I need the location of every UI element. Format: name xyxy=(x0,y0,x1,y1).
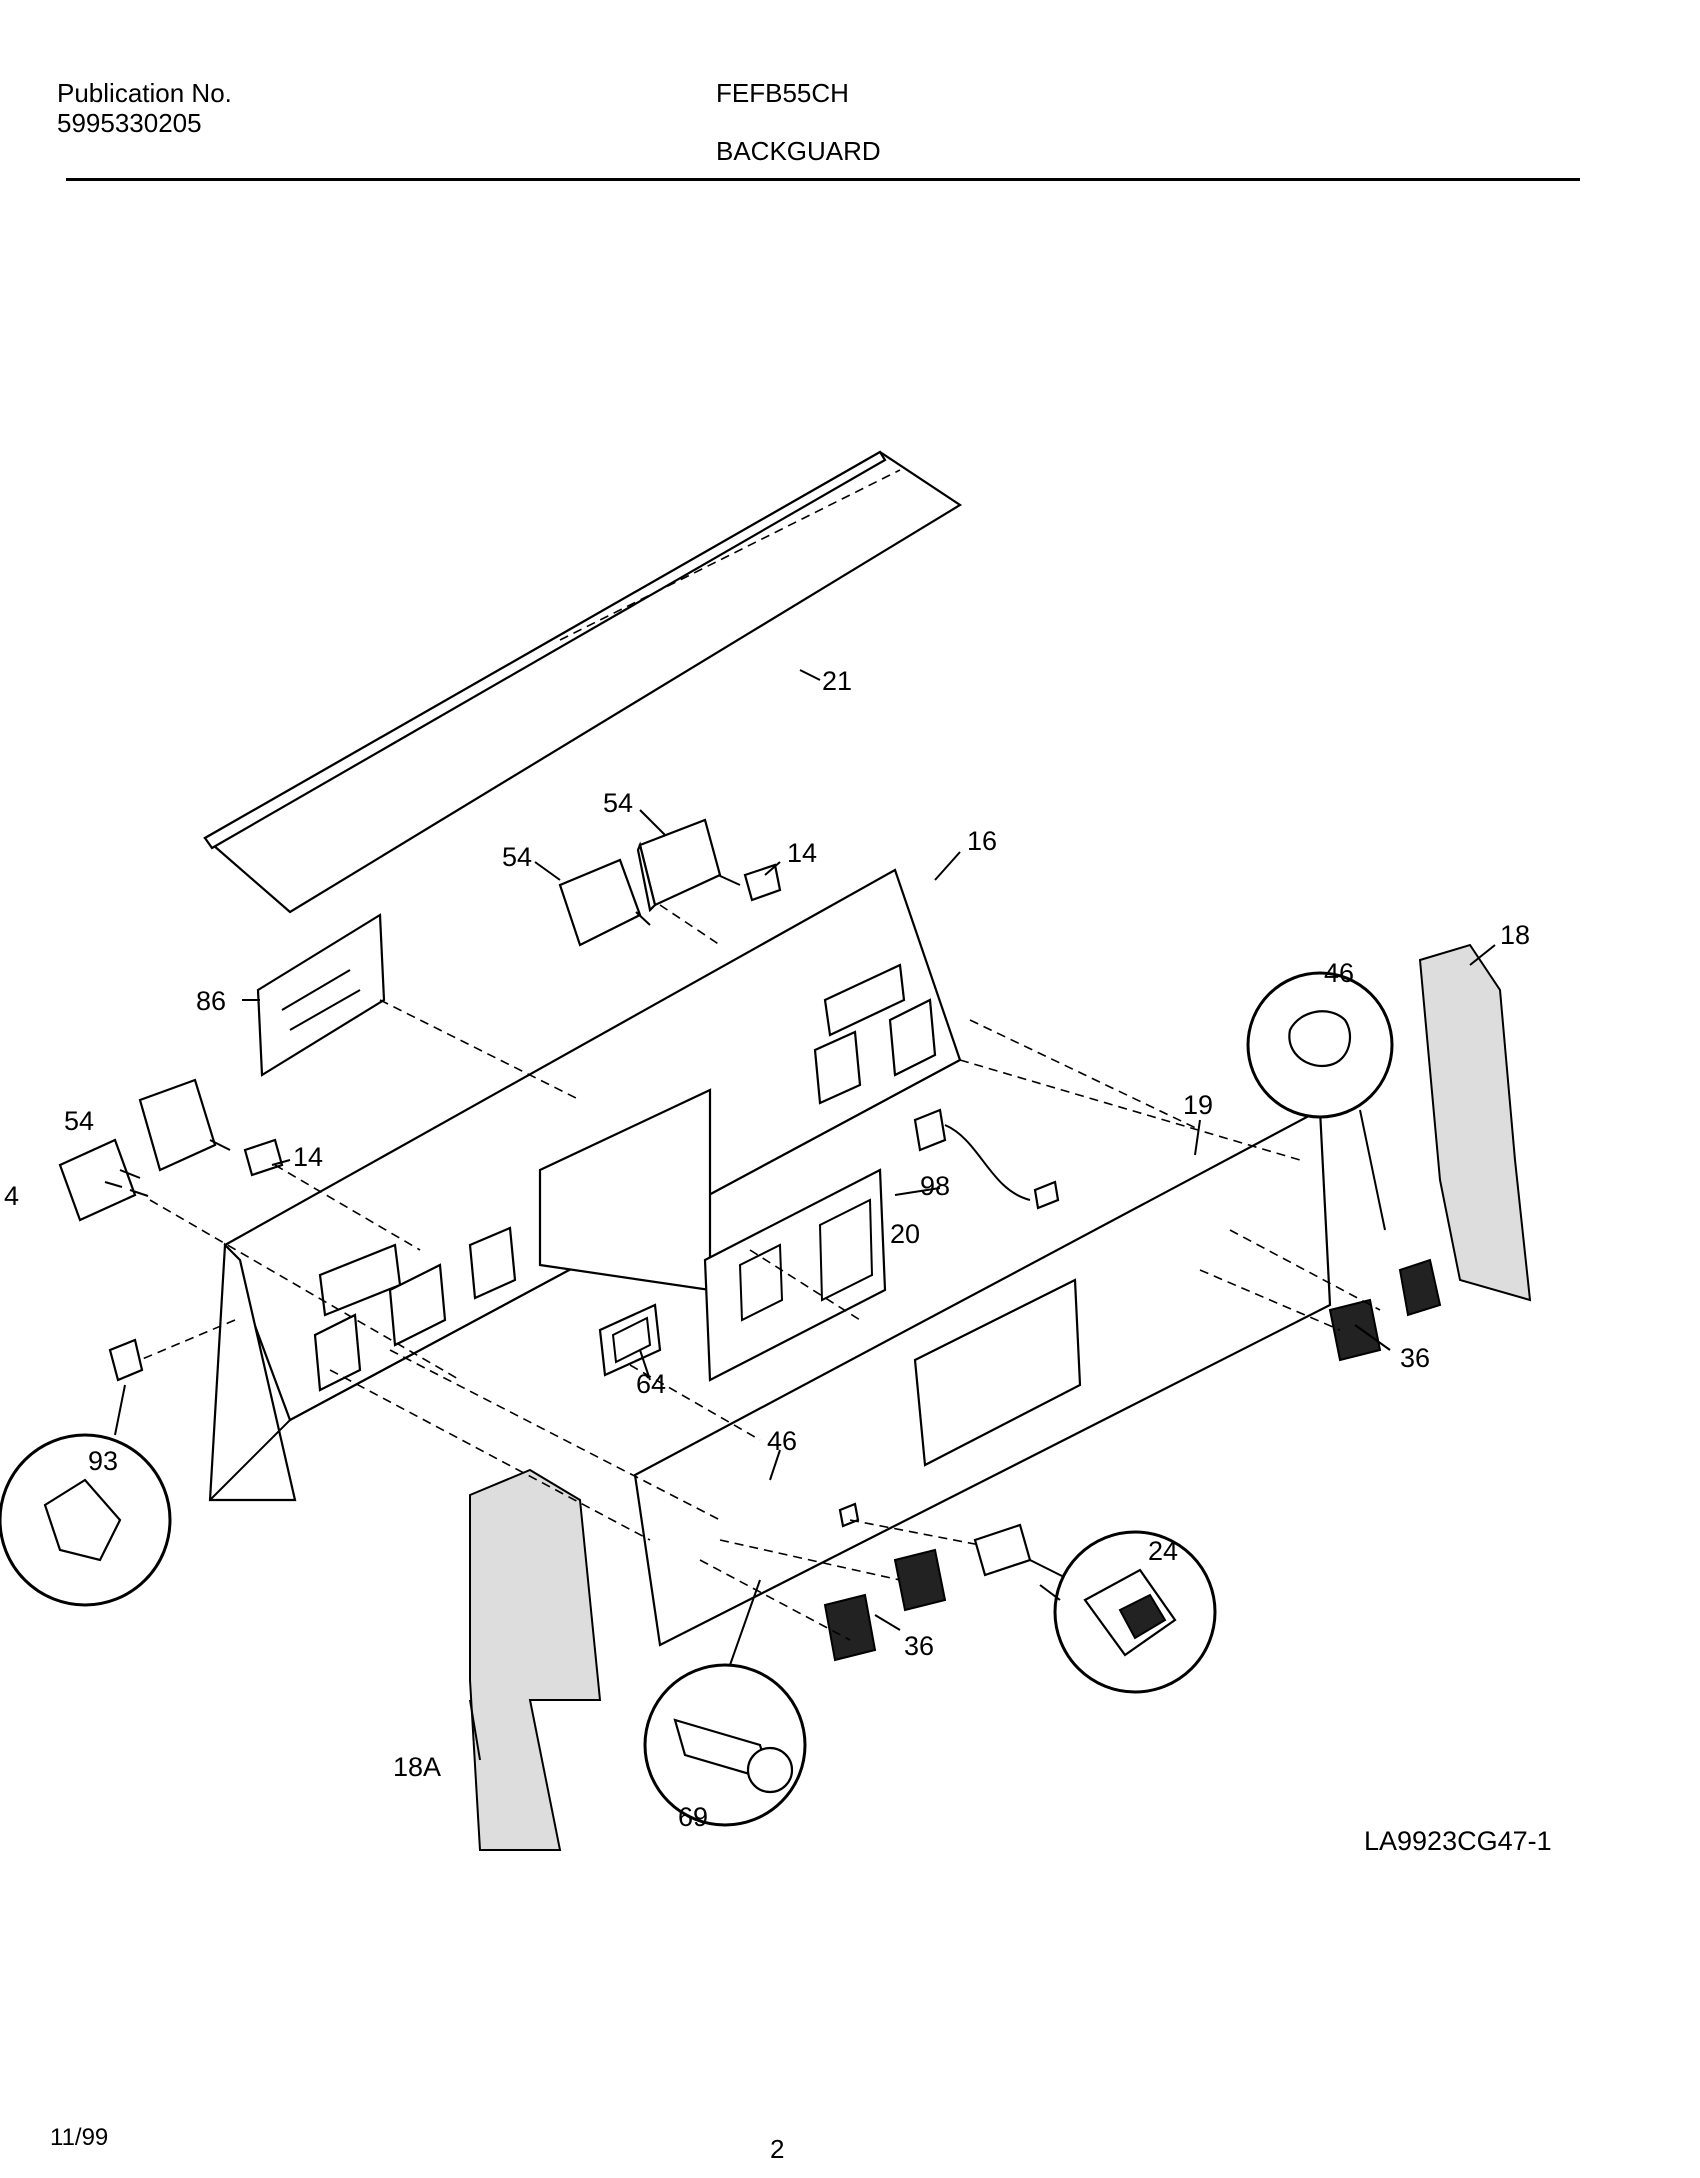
part-18A-end-trim-left xyxy=(469,1468,602,1851)
publication-number: 5995330205 xyxy=(57,108,202,138)
callout-54-upper-right: 54 xyxy=(603,788,633,818)
publication-label: Publication No. xyxy=(57,78,232,108)
part-36-knob-bottom-right xyxy=(893,1548,947,1612)
callout-36-bottom: 36 xyxy=(904,1631,934,1661)
callout-4: 4 xyxy=(4,1181,19,1211)
callout-69: 69 xyxy=(678,1802,708,1832)
part-54-switch-lower xyxy=(138,1078,231,1172)
detail-circle-24 xyxy=(1053,1530,1217,1694)
part-93-bracket xyxy=(108,1338,144,1382)
part-21-top-trim xyxy=(203,450,963,914)
part-36-knob-right-lower xyxy=(1328,1298,1382,1362)
part-86-board xyxy=(256,913,386,1077)
part-36-knob-bottom-left xyxy=(823,1593,877,1662)
detail-circle-69 xyxy=(643,1579,807,1827)
model-number: FEFB55CH xyxy=(716,78,849,108)
part-14-terminal-lower xyxy=(243,1138,284,1177)
callout-14-upper: 14 xyxy=(787,838,817,868)
callout-19: 19 xyxy=(1183,1090,1213,1120)
part-36-knob-right-upper xyxy=(1398,1258,1442,1317)
callout-14-lower: 14 xyxy=(293,1142,323,1172)
part-4-switch xyxy=(58,1138,149,1222)
callout-46: 46 xyxy=(767,1426,797,1456)
callout-98: 98 xyxy=(920,1171,950,1201)
callout-54-lower: 54 xyxy=(64,1106,94,1136)
callout-16: 16 xyxy=(967,826,997,856)
callout-24: 24 xyxy=(1148,1536,1178,1566)
header-divider xyxy=(66,178,1580,181)
section-title: BACKGUARD xyxy=(716,136,881,166)
callout-20: 20 xyxy=(890,1219,920,1249)
page-number: 2 xyxy=(770,2134,785,2164)
callout-93: 93 xyxy=(88,1446,118,1476)
part-19-control-panel xyxy=(633,1108,1332,1647)
part-54-switch-upper-left xyxy=(558,858,651,947)
detail-circle-46 xyxy=(1246,971,1394,1231)
part-20-control-clock xyxy=(703,1168,887,1382)
callout-46-detail: 46 xyxy=(1324,958,1354,988)
callout-54-upper-left: 54 xyxy=(502,842,532,872)
callout-36-right: 36 xyxy=(1400,1343,1430,1373)
part-24-rocker-switch xyxy=(973,1523,1071,1581)
publication-date: 11/99 xyxy=(50,2124,109,2151)
callout-21: 21 xyxy=(822,666,852,696)
callout-18A: 18A xyxy=(393,1752,441,1782)
part-14-terminal-upper xyxy=(743,863,782,902)
callout-18: 18 xyxy=(1500,920,1530,950)
leader-lines xyxy=(104,669,1496,1761)
part-18-end-trim-right xyxy=(1418,943,1532,1302)
part-54-switch-upper-right xyxy=(636,818,741,913)
drawing-code: LA9923CG47-1 xyxy=(1364,1826,1552,1856)
part-16-backguard-panel xyxy=(208,868,962,1502)
callout-64: 64 xyxy=(636,1369,666,1399)
detail-circle-93 xyxy=(0,1384,172,1607)
callout-86: 86 xyxy=(196,986,226,1016)
part-64-lens xyxy=(598,1303,662,1377)
part-98-wire-harness xyxy=(913,1108,1060,1210)
assembly-lines xyxy=(139,904,1381,1641)
